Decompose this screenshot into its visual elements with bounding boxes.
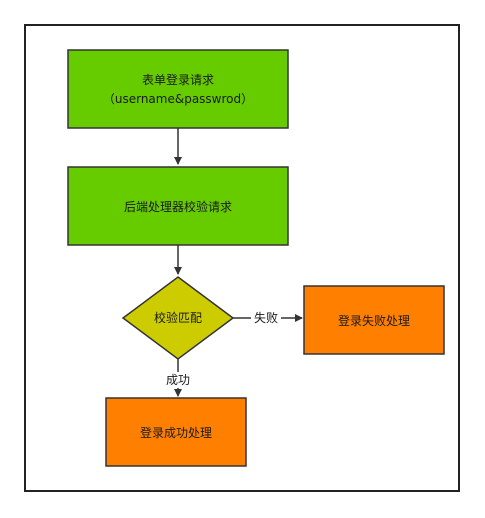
diagram-frame bbox=[24, 24, 460, 492]
fail-box bbox=[303, 285, 445, 355]
edge-success-label: 成功 bbox=[166, 373, 190, 387]
success-label: 登录成功处理 bbox=[140, 425, 212, 440]
node-login-success: 登录成功处理 bbox=[105, 397, 247, 467]
node-decision: 校验匹配 bbox=[121, 276, 235, 360]
decision-label: 校验匹配 bbox=[154, 310, 202, 325]
request-box bbox=[67, 49, 289, 129]
node-login-fail: 登录失败处理 bbox=[303, 285, 445, 355]
validate-box bbox=[67, 166, 289, 246]
success-box bbox=[105, 397, 247, 467]
request-label-line1: 表单登录请求 bbox=[142, 72, 214, 87]
node-backend-validate: 后端处理器校验请求 bbox=[67, 166, 289, 246]
request-label-line2: （username&passwrod） bbox=[103, 92, 253, 106]
fail-label: 登录失败处理 bbox=[338, 313, 410, 328]
validate-label: 后端处理器校验请求 bbox=[124, 199, 232, 214]
edge-fail-label: 失败 bbox=[254, 310, 278, 325]
success-label-bg bbox=[162, 372, 194, 388]
fail-label-bg bbox=[251, 310, 281, 326]
node-login-request: 表单登录请求 （username&passwrod） bbox=[67, 49, 289, 129]
